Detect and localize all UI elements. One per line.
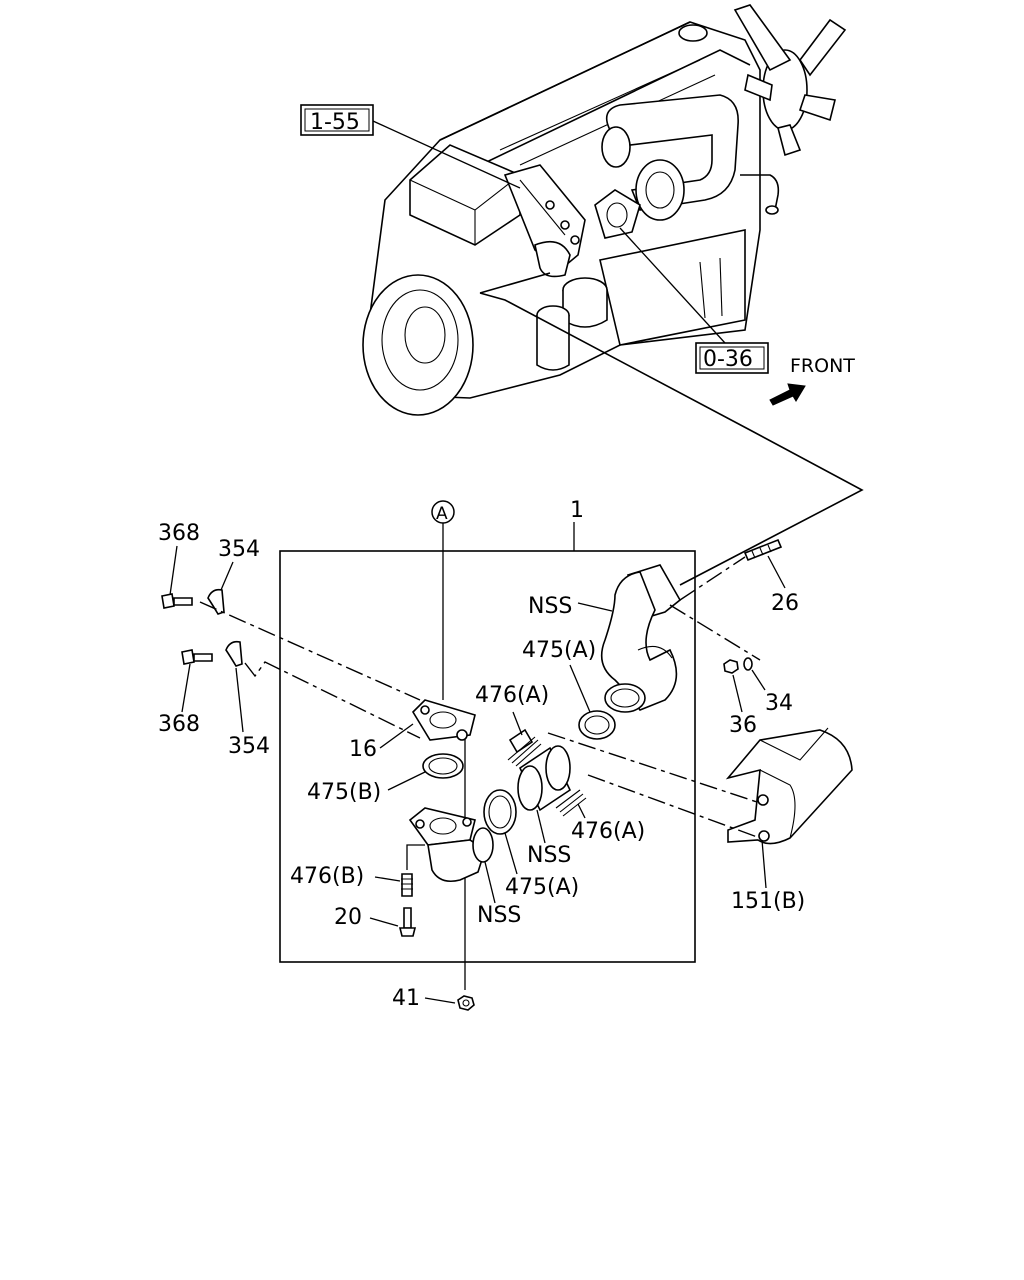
- spring-476a-lower: [555, 789, 587, 817]
- heat-shield-151b: [725, 727, 853, 845]
- label-368-bottom: 368: [158, 712, 200, 737]
- ref-0-36: 0-36: [619, 227, 769, 374]
- front-label: FRONT: [790, 355, 855, 377]
- ring-475b: [422, 753, 464, 779]
- ref-1-55: 1-55: [300, 104, 521, 189]
- upper-elbow: [600, 564, 682, 713]
- routing-line: [479, 272, 864, 586]
- label-nss-upper: NSS: [528, 594, 572, 619]
- marker-a: A: [431, 500, 455, 700]
- stud-26: [743, 538, 783, 562]
- bolt-368-bottom: [181, 649, 213, 665]
- engine-illustration: [362, 4, 847, 416]
- label-354-top: 354: [218, 537, 260, 562]
- clip-354-bottom: [225, 640, 243, 667]
- bolt-20: [398, 907, 417, 937]
- ref-1-55-label: 1-55: [310, 110, 360, 135]
- ring-475a-lower: [483, 789, 517, 835]
- front-arrow-icon: [769, 383, 806, 406]
- label-354-bottom: 354: [228, 734, 270, 759]
- label-368-top: 368: [158, 521, 200, 546]
- gasket-16: [411, 699, 476, 741]
- marker-a-label: A: [436, 504, 448, 524]
- washer-34: [743, 657, 753, 671]
- spring-476a-upper: [507, 728, 542, 767]
- nut-41: [457, 995, 475, 1011]
- label-nss-middle: NSS: [527, 843, 571, 868]
- label-41: 41: [392, 986, 420, 1011]
- label-476a-upper: 476(A): [475, 683, 549, 708]
- clip-354-top: [207, 588, 225, 615]
- bolt-368-top: [161, 593, 193, 609]
- label-16: 16: [349, 737, 377, 762]
- ref-0-36-label: 0-36: [703, 347, 753, 372]
- label-475a-upper: 475(A): [522, 638, 596, 663]
- front-indicator: FRONT: [769, 355, 855, 406]
- label-151b: 151(B): [731, 889, 805, 914]
- assembly-box: [279, 550, 696, 963]
- label-part-1: 1: [570, 498, 584, 523]
- label-475b: 475(B): [307, 780, 381, 805]
- label-475a-lower: 475(A): [505, 875, 579, 900]
- sleeve-nss: [517, 745, 572, 812]
- label-476b: 476(B): [290, 864, 364, 889]
- label-26: 26: [771, 591, 799, 616]
- lower-elbow: [408, 807, 494, 883]
- fan: [733, 4, 847, 157]
- label-34: 34: [765, 691, 793, 716]
- nut-36: [723, 659, 739, 674]
- label-476a-lower: 476(A): [571, 819, 645, 844]
- label-36: 36: [729, 713, 757, 738]
- ring-475a-upper: [578, 710, 616, 740]
- label-20: 20: [334, 905, 362, 930]
- label-nss-lower: NSS: [477, 903, 521, 928]
- spring-476b: [401, 873, 413, 897]
